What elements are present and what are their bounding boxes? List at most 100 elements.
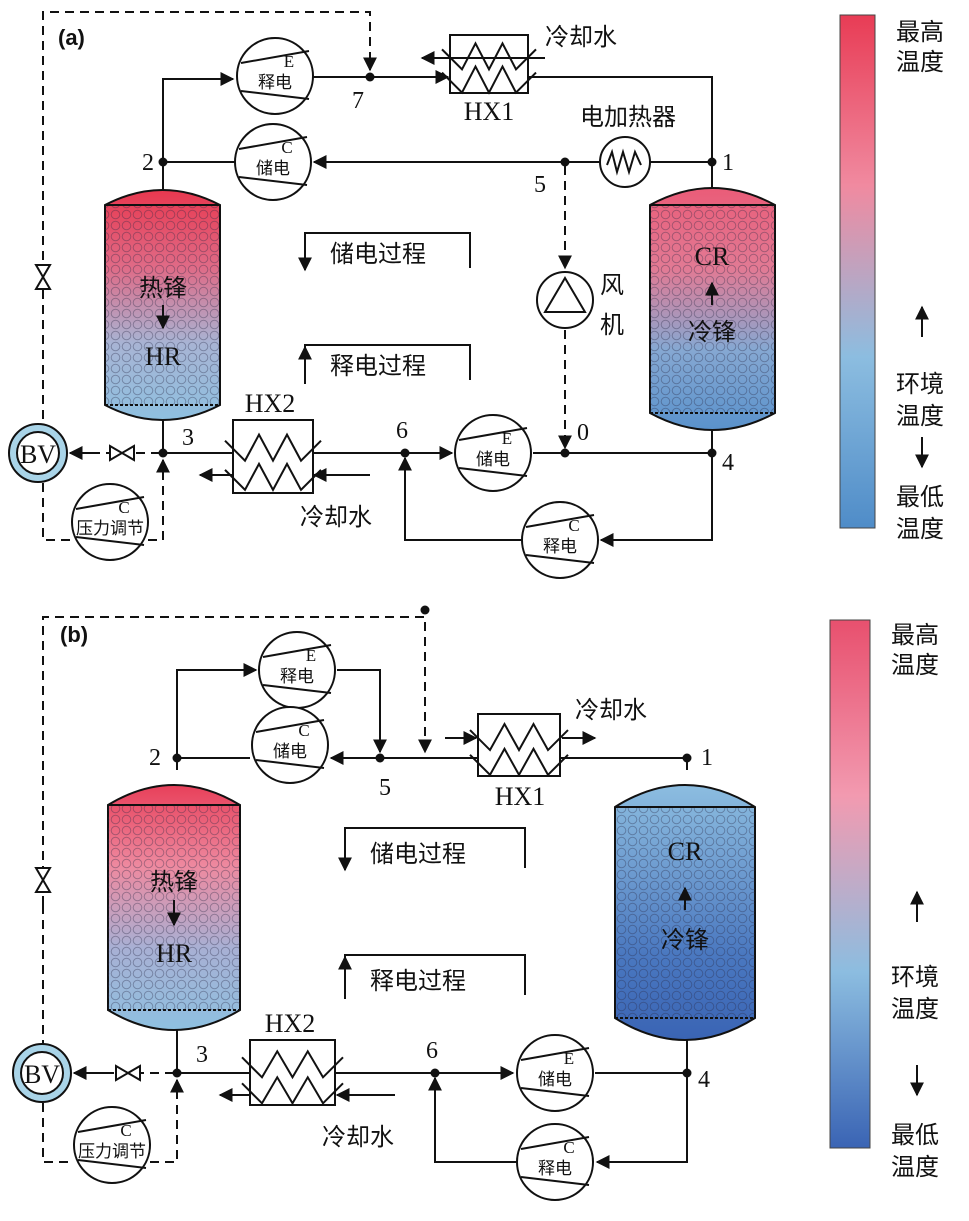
junction-node (365, 72, 375, 82)
heat-exchanger-hx1 (469, 713, 569, 777)
compressor-charge[interactable]: C储电 (251, 706, 329, 784)
expander-charge-label: 储电 (538, 1070, 572, 1090)
blade-line (520, 1087, 590, 1097)
valve-icon (109, 444, 135, 462)
blade-line (262, 684, 332, 694)
node-label-5: 5 (534, 172, 546, 198)
temperature-colorbar (839, 14, 876, 529)
buffer-vessel[interactable]: BV (12, 1043, 72, 1103)
discharge-process-label: 释电过程 (370, 967, 466, 995)
blade-line (525, 554, 595, 564)
valve-icon (34, 867, 52, 893)
compressor-charge-type: C (298, 721, 309, 740)
heat-exchanger-hx2-body (249, 1039, 336, 1106)
pipe (337, 669, 387, 754)
pipe (533, 430, 713, 454)
dashed-line (42, 1103, 72, 1163)
colorbar-max-label: 最高 (891, 621, 939, 649)
blade-line (240, 90, 310, 100)
temperature-colorbar (829, 619, 871, 1149)
compressor-charge[interactable]: C储电 (234, 123, 312, 201)
colorbar-min-label: 温度 (896, 515, 944, 543)
hx1-label: HX1 (495, 782, 546, 811)
node-label-7: 7 (352, 88, 364, 114)
blade-line (520, 1176, 590, 1186)
expander-discharge[interactable]: E释电 (236, 37, 314, 115)
pipe (162, 72, 235, 190)
panel-b: (b)E释电HX1冷却水C储电251热锋HRCR冷锋储电过程释电过程HX2冷却水… (12, 605, 939, 1201)
compressor-charge-type: C (281, 138, 292, 157)
pressure-regulator[interactable]: C 压力调节 (71, 483, 149, 561)
node-label-1: 1 (701, 745, 713, 771)
colorbar-ambient-label: 环境 (896, 370, 944, 398)
junction-node (400, 448, 410, 458)
colorbar-ambient-label: 温度 (891, 995, 939, 1023)
hx-coil (441, 64, 537, 95)
pressure-regulator-label: 压力调节 (78, 1142, 146, 1162)
charge-process: 储电过程 (298, 232, 471, 272)
heat-exchanger-hx1-body (449, 34, 529, 94)
compressor-charge-casing (234, 123, 312, 201)
node-label-6: 6 (396, 418, 408, 444)
pipe (650, 161, 713, 190)
charge-process: 储电过程 (338, 827, 526, 872)
expander-charge[interactable]: E 储电 (516, 1034, 594, 1112)
discharge-process-label: 释电过程 (330, 352, 426, 380)
blade-line (77, 1119, 147, 1133)
node-label-3: 3 (196, 1042, 208, 1068)
expander-discharge[interactable]: E释电 (258, 631, 336, 709)
junction-node (158, 448, 168, 458)
pressure-regulator-label: 压力调节 (76, 519, 144, 539)
buffer-vessel-label: BV (24, 1060, 60, 1089)
hot-reservoir-label: HR (156, 939, 193, 968)
expander-charge[interactable]: E储电 (454, 414, 532, 492)
junction-node (172, 1068, 182, 1078)
junction-node (172, 753, 182, 763)
cold-reservoir-packed-bed (650, 205, 775, 413)
fan-label: 机 (600, 311, 624, 339)
colorbar-max-label: 最高 (896, 18, 944, 46)
colorbar-max-label: 温度 (891, 651, 939, 679)
blade-line (75, 536, 145, 546)
heat-exchanger-hx2 (224, 419, 322, 494)
expander-discharge-type: E (306, 646, 316, 665)
hx2-label: HX2 (245, 389, 296, 418)
node-label-5: 5 (379, 775, 391, 801)
compressor-discharge[interactable]: C释电 (521, 501, 599, 579)
compressor-discharge-label: 释电 (538, 1159, 572, 1179)
expander-charge-casing (454, 414, 532, 492)
expander-charge-type: E (564, 1049, 574, 1068)
hx-coil (224, 432, 322, 463)
dashed-line (150, 1078, 184, 1163)
blade-line (75, 496, 145, 510)
expander-discharge-label: 释电 (258, 73, 292, 93)
junction-node (158, 157, 168, 167)
compressor-discharge[interactable]: C释电 (516, 1123, 594, 1201)
heat-exchanger-hx2 (241, 1039, 344, 1106)
pressure-regulator-type: C (118, 498, 129, 517)
blade-line (238, 136, 308, 150)
pipe (595, 1073, 688, 1169)
junction-node (560, 157, 570, 167)
dashed-line (42, 483, 72, 541)
heat-exchanger-hx2-body (232, 419, 314, 494)
colorbar-ambient-label: 温度 (896, 402, 944, 430)
cooling-water-label: 冷却水 (300, 503, 372, 531)
pipe (176, 663, 258, 770)
pipe (599, 453, 713, 547)
pipe (176, 1030, 250, 1074)
blade-line (262, 644, 332, 658)
blade-line (238, 176, 308, 186)
heater-coil (606, 148, 642, 176)
buffer-vessel[interactable]: BV (8, 423, 68, 483)
expander-charge-label: 储电 (476, 450, 510, 470)
node-label-4: 4 (698, 1067, 710, 1093)
cold-front-label: 冷锋 (688, 318, 736, 346)
pipe (528, 76, 713, 162)
node-label-6: 6 (426, 1038, 438, 1064)
fan-icon[interactable] (536, 271, 594, 329)
hx-coil (224, 461, 322, 492)
cold-reservoir-packed-bed (615, 807, 755, 1018)
blade-line (520, 1136, 590, 1150)
